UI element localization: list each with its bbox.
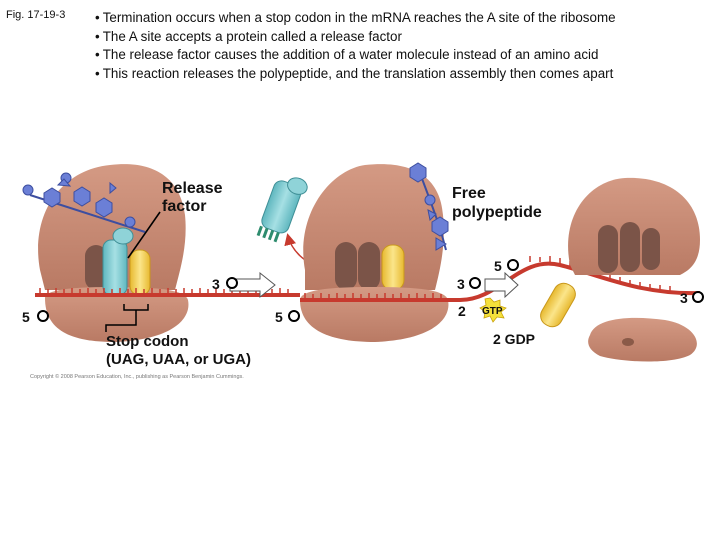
small-subunit-pocket: [622, 338, 634, 346]
svg-text:5: 5: [494, 258, 502, 274]
free-polypeptide-label-2: polypeptide: [452, 204, 542, 221]
release-factor-label-2: factor: [162, 198, 206, 215]
free-polypeptide-chain: [409, 162, 449, 251]
small-subunit-2: [300, 287, 449, 342]
svg-text:3: 3: [212, 276, 220, 292]
figure-label: Fig. 17-19-3: [6, 9, 66, 21]
e-site-2: [335, 242, 357, 290]
stop-codon-label-1: Stop codon: [106, 333, 189, 350]
bullet-list: Termination occurs when a stop codon in …: [95, 9, 616, 83]
large-subunit-released: [568, 177, 700, 275]
five-prime-end-right: 5: [494, 258, 519, 274]
bullet-item: Termination occurs when a stop codon in …: [95, 9, 616, 28]
gtp-star: [479, 297, 507, 323]
small-subunit-released: [588, 317, 697, 362]
small-subunit-1: [45, 287, 189, 342]
p-site-2: [358, 242, 380, 290]
gtp-count: 2: [458, 303, 466, 319]
release-factor-pointer: [127, 211, 161, 259]
stop-codon-label-2: (UAG, UAA, or UGA): [106, 351, 251, 368]
trna-2: [381, 244, 405, 291]
svg-text:5: 5: [22, 309, 30, 325]
release-factor-label-1: Release: [162, 180, 223, 197]
gtp-label: GTP: [482, 306, 503, 317]
polypeptide-chain-1: [22, 172, 146, 233]
free-polypeptide-label-1: Free: [452, 185, 486, 202]
three-prime-marker-2: 3: [457, 276, 481, 292]
svg-text:3: 3: [680, 290, 688, 306]
svg-text:5: 5: [275, 309, 283, 325]
process-arrow-1: [229, 271, 276, 299]
five-prime-end-left: 5: [22, 309, 49, 325]
bullet-item: The release factor causes the addition o…: [95, 46, 616, 65]
svg-text:3: 3: [457, 276, 465, 292]
five-prime-end-mid: 5: [275, 309, 300, 325]
release-factor-free: [256, 177, 308, 243]
process-arrow-2: [484, 271, 519, 299]
gdp-label: 2 GDP: [493, 331, 535, 347]
trna-released: [540, 282, 576, 328]
trna-p-site-1: [129, 249, 151, 296]
copyright-notice: Copyright © 2008 Pearson Education, Inc.…: [30, 373, 244, 380]
e-site-1: [85, 245, 107, 290]
bullet-item: This reaction releases the polypeptide, …: [95, 65, 616, 84]
release-factor-bound: [102, 227, 134, 296]
three-prime-marker-1: 3: [212, 276, 238, 292]
three-prime-end-right: 3: [680, 290, 704, 306]
stop-codon-pointer: [105, 310, 137, 332]
bullet-item: The A site accepts a protein called a re…: [95, 28, 616, 47]
